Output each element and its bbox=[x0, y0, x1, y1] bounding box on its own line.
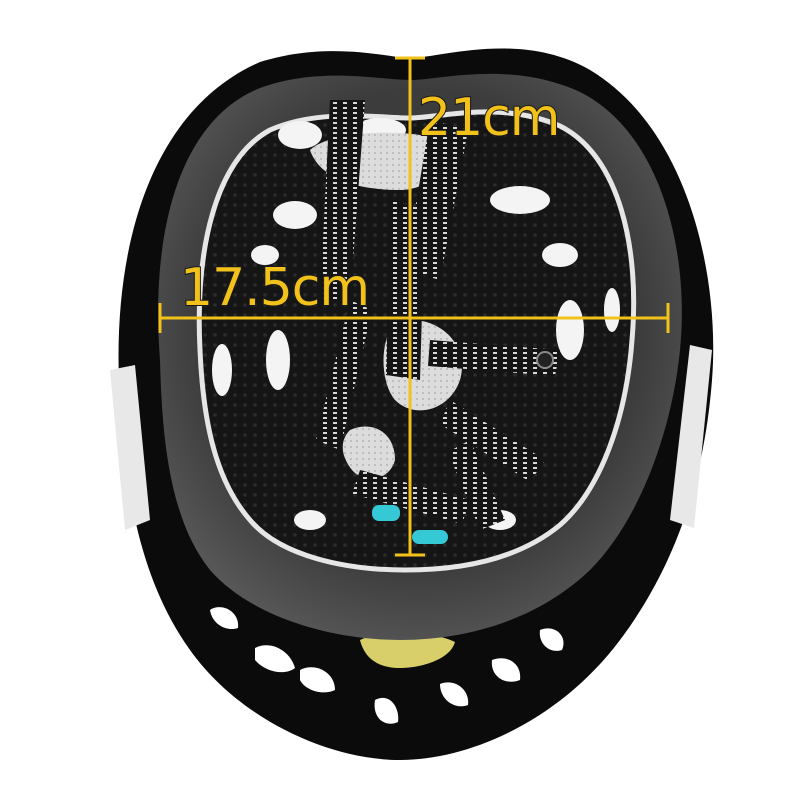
height-measurement-label: 21cm bbox=[417, 88, 561, 148]
measure-lines bbox=[158, 56, 670, 557]
helmet-straps bbox=[316, 100, 560, 530]
side-trim-right bbox=[670, 345, 712, 528]
rear-adjuster bbox=[360, 632, 455, 668]
width-measurement-label: 17.5cm bbox=[179, 258, 371, 318]
rear-vents bbox=[210, 607, 564, 724]
side-trim-left bbox=[110, 365, 150, 530]
strap-buckles bbox=[372, 351, 554, 544]
inner-vents bbox=[212, 118, 620, 530]
